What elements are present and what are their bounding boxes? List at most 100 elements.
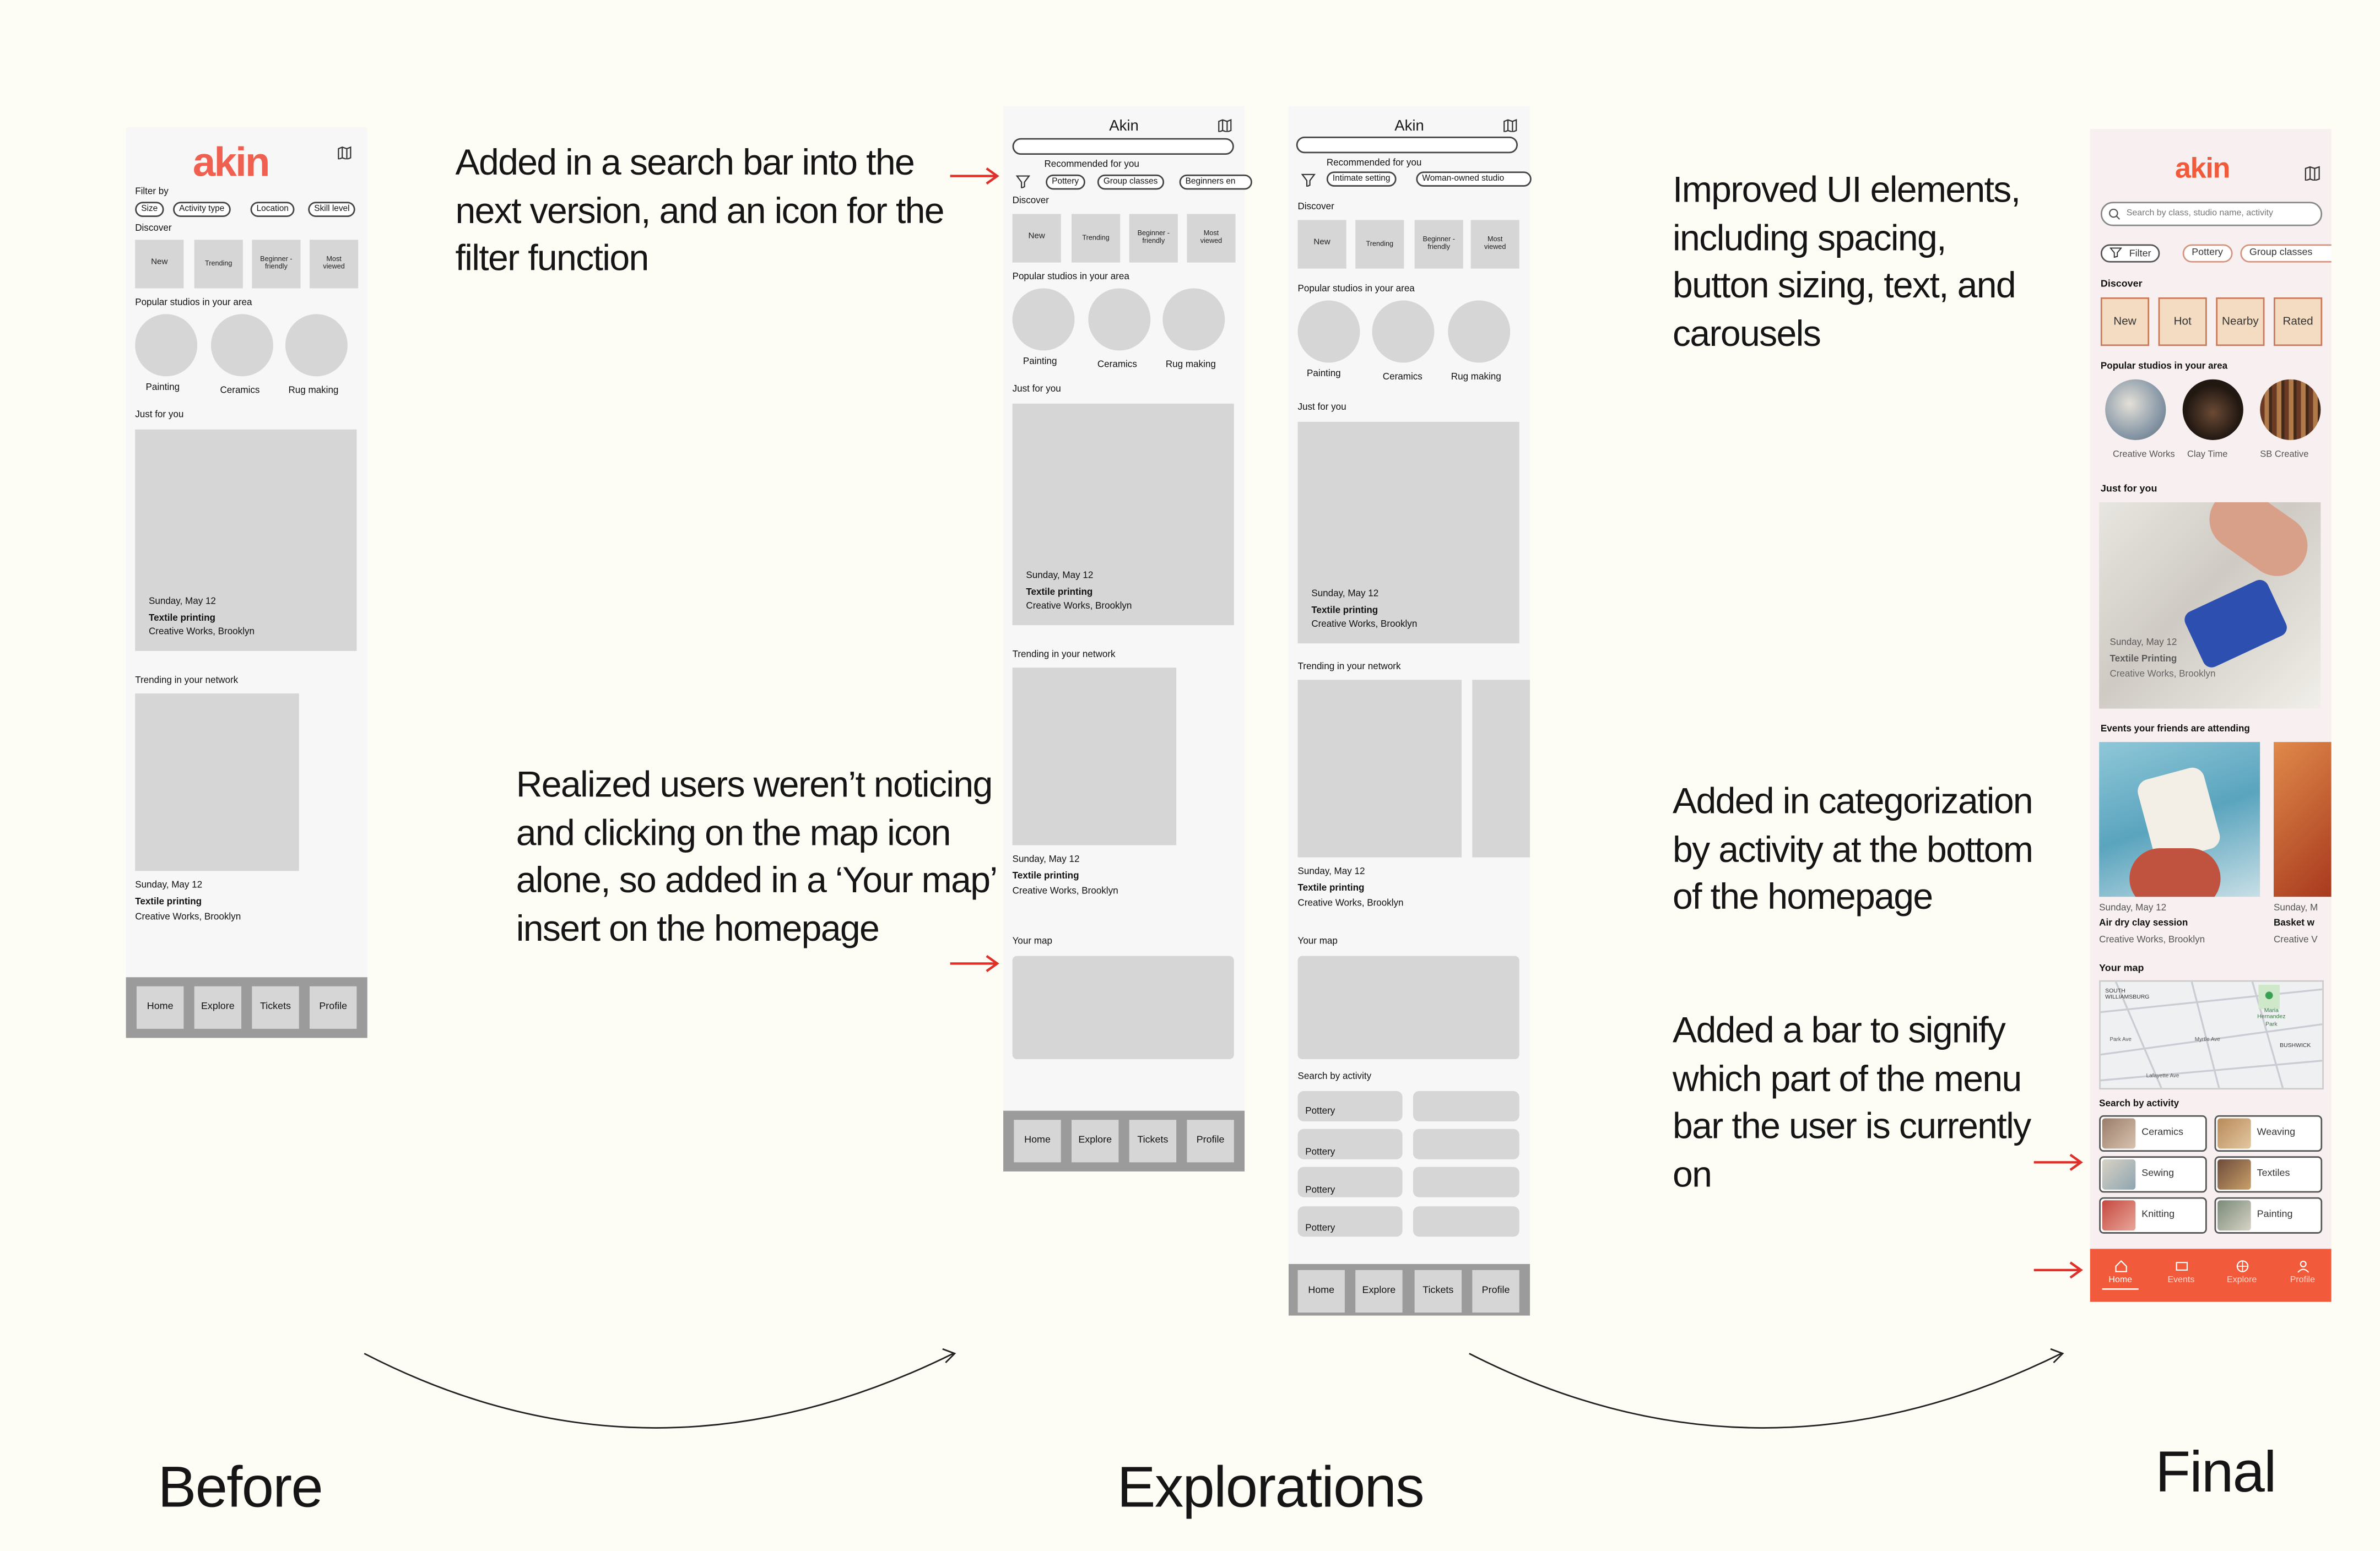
activity-weaving[interactable]: Weaving (2214, 1115, 2323, 1152)
activity-sewing[interactable]: Sewing (2099, 1156, 2207, 1193)
discover-new[interactable]: New (2100, 297, 2150, 346)
just-for-you-card[interactable]: Sunday, May 12 Textile printing Creative… (1297, 421, 1519, 644)
nav-explore[interactable]: Explore (1355, 1270, 1403, 1313)
nav-tickets[interactable]: Tickets (252, 986, 299, 1029)
trending-card[interactable] (1297, 680, 1462, 858)
studio-painting[interactable] (1012, 288, 1075, 351)
filter-activity-type[interactable]: Activity type (173, 202, 231, 217)
nav-home[interactable]: Home (1297, 1270, 1345, 1313)
activity-tile[interactable]: Pottery (1297, 1167, 1403, 1197)
map-icon[interactable] (2304, 165, 2320, 181)
just-for-you-card[interactable]: Sunday, May 12 Textile printing Creative… (1012, 403, 1234, 626)
discover-nearby[interactable]: Nearby (2216, 297, 2265, 346)
activity-knitting[interactable]: Knitting (2099, 1197, 2207, 1234)
activity-tile[interactable] (1413, 1091, 1519, 1121)
discover-rated[interactable]: Rated (2273, 297, 2323, 346)
studio-rug-making[interactable] (285, 314, 348, 377)
filter-location[interactable]: Location (250, 202, 295, 217)
trending-card-date: Sunday, May 12 (1297, 866, 1365, 877)
chip-pottery[interactable]: Pottery (2182, 244, 2232, 263)
discover-most-viewed[interactable]: Most viewed (310, 240, 359, 289)
discover-beginner[interactable]: Beginner -friendly (1129, 214, 1178, 263)
activity-textiles[interactable]: Textiles (2214, 1156, 2323, 1193)
studio-rug-making[interactable] (1162, 288, 1225, 351)
filter-size[interactable]: Size (135, 202, 164, 217)
nav-profile[interactable]: Profile (310, 986, 357, 1029)
event-card[interactable] (2099, 742, 2260, 897)
just-for-you-card[interactable]: Sunday, May 12 Textile Printing Creative… (2099, 502, 2321, 709)
search-input[interactable] (1012, 138, 1234, 155)
just-for-you-card[interactable]: Sunday, May 12 Textile printing Creative… (135, 429, 357, 651)
studio-painting[interactable] (1297, 300, 1360, 363)
nav-explore[interactable]: Explore (1072, 1120, 1119, 1163)
nav-tickets[interactable]: Tickets (1129, 1120, 1177, 1163)
nav-profile[interactable]: Profile (1187, 1120, 1234, 1163)
chip-woman-owned[interactable]: Woman-owned studio (1416, 171, 1532, 187)
studio-label: Rug making (1451, 371, 1501, 383)
trending-card[interactable] (135, 693, 299, 871)
discover-most-viewed[interactable]: Most viewed (1187, 214, 1236, 263)
nav-events[interactable]: Events (2154, 1255, 2208, 1294)
chip-beginners[interactable]: Beginners en (1179, 174, 1252, 190)
map-icon[interactable] (1218, 118, 1233, 132)
studio-ceramics[interactable] (1372, 300, 1435, 363)
studio-sb-creative[interactable] (2260, 379, 2321, 440)
filter-skill-level[interactable]: Skill level (308, 202, 356, 217)
studio-creative-works[interactable] (2105, 379, 2166, 440)
search-by-activity-label: Search by activity (1297, 1071, 1372, 1082)
activity-painting[interactable]: Painting (2214, 1197, 2323, 1234)
search-input[interactable] (1296, 136, 1518, 154)
studio-rug-making[interactable] (1448, 300, 1511, 363)
discover-most-viewed[interactable]: Most viewed (1470, 220, 1519, 269)
nav-profile[interactable]: Profile (1472, 1270, 1519, 1313)
activity-tile[interactable]: Pottery (1297, 1206, 1403, 1237)
discover-trending[interactable]: Trending (194, 240, 243, 289)
activity-tile[interactable]: Pottery (1297, 1129, 1403, 1159)
your-map-insert[interactable] (1297, 956, 1519, 1059)
filter-button[interactable]: Filter (2100, 244, 2161, 263)
nav-home[interactable]: Home (1014, 1120, 1061, 1163)
filter-icon[interactable] (1301, 173, 1316, 187)
discover-trending[interactable]: Trending (1355, 220, 1404, 269)
search-input[interactable]: Search by class, studio name, activity (2100, 202, 2323, 226)
filter-icon[interactable] (1015, 175, 1031, 188)
trending-card[interactable] (1012, 668, 1177, 845)
studio-clay-time[interactable] (2182, 379, 2243, 440)
popular-label: Popular studios in your area (1012, 272, 1129, 283)
nav-profile[interactable]: Profile (2275, 1255, 2330, 1294)
trending-card-next[interactable] (1472, 680, 1530, 858)
your-map-insert[interactable]: SOUTH WILLIAMSBURG Maria Hernandez Park … (2099, 980, 2324, 1090)
activity-tile[interactable] (1413, 1129, 1519, 1159)
trending-card-title: Textile printing (1012, 871, 1079, 882)
event-card-next[interactable] (2273, 742, 2332, 897)
discover-new[interactable]: New (135, 240, 184, 289)
activity-tile[interactable] (1413, 1167, 1519, 1197)
final-phone: akin Search by class, studio name, activ… (2090, 129, 2332, 1302)
discover-hot[interactable]: Hot (2158, 297, 2207, 346)
your-map-insert[interactable] (1012, 956, 1234, 1059)
nav-tickets[interactable]: Tickets (1414, 1270, 1462, 1313)
nav-home[interactable]: Home (136, 986, 184, 1029)
nav-home[interactable]: Home (2093, 1255, 2148, 1294)
chip-pottery[interactable]: Pottery (1046, 174, 1085, 190)
map-icon[interactable] (1502, 118, 1518, 132)
activity-tile[interactable] (1413, 1206, 1519, 1237)
discover-beginner[interactable]: Beginner -friendly (252, 240, 301, 289)
discover-new[interactable]: New (1012, 214, 1061, 263)
activity-tile[interactable]: Pottery (1297, 1091, 1403, 1121)
activity-ceramics[interactable]: Ceramics (2099, 1115, 2207, 1152)
studio-ceramics[interactable] (210, 314, 273, 377)
studio-painting[interactable] (135, 314, 198, 377)
discover-beginner[interactable]: Beginner -friendly (1414, 220, 1463, 269)
discover-new[interactable]: New (1297, 220, 1346, 269)
exp2-title: Akin (1394, 118, 1424, 135)
nav-explore[interactable]: Explore (2215, 1255, 2269, 1294)
discover-trending[interactable]: Trending (1072, 214, 1121, 263)
chip-group-classes[interactable]: Group classes (1097, 174, 1164, 190)
nav-explore[interactable]: Explore (194, 986, 242, 1029)
chip-group-classes[interactable]: Group classes (2240, 244, 2332, 263)
chip-intimate-setting[interactable]: Intimate setting (1326, 171, 1397, 187)
studio-ceramics[interactable] (1088, 288, 1151, 351)
map-icon[interactable] (337, 145, 353, 160)
